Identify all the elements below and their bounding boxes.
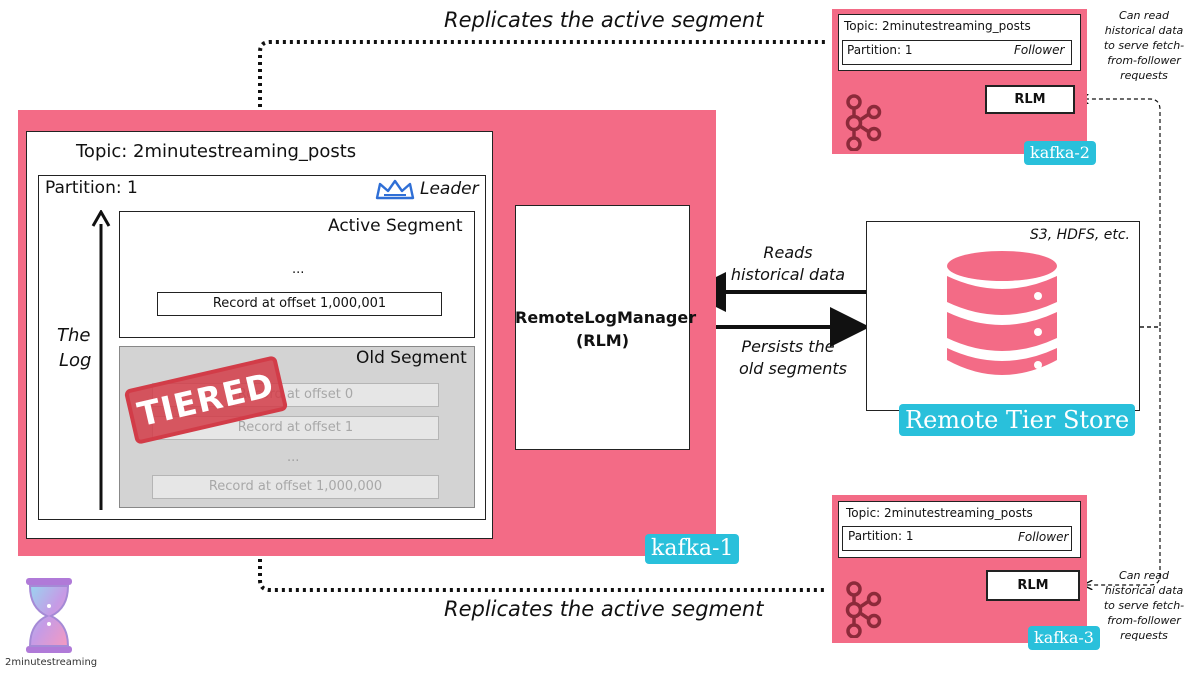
database-icon: [947, 251, 1057, 375]
kafka3-note-line-1: Can read: [1119, 569, 1169, 582]
remote-store-examples: S3, HDFS, etc.: [1029, 227, 1130, 243]
reads-label-1: Reads: [763, 243, 813, 262]
log-arrow: [91, 210, 111, 510]
kafka3-topic-title: Topic: 2minutestreaming_posts: [846, 506, 1033, 520]
rlm-box: [515, 205, 690, 450]
kafka2-note-line-2: historical data: [1104, 24, 1184, 37]
leader-label: Leader: [420, 179, 479, 199]
kafka3-note-line-5: requests: [1120, 629, 1168, 642]
replicate-bottom-path: [258, 545, 826, 592]
kafka-logo-icon: [845, 94, 882, 151]
kafka2-name: kafka-2: [1024, 141, 1096, 165]
kafka2-note-line-1: Can read: [1119, 9, 1169, 22]
reads-label-2: historical data: [730, 265, 846, 284]
persists-label-2: old segments: [739, 359, 847, 378]
kafka-logo-icon: [845, 581, 882, 638]
kafka1-partition-label: Partition: 1: [45, 178, 138, 198]
rlm-subtitle: (RLM): [575, 331, 630, 350]
store-to-kafka3-rlm: [1084, 326, 1161, 585]
kafka3-role: Follower: [1018, 530, 1069, 544]
kafka2-role: Follower: [1014, 43, 1065, 57]
store-to-kafka2-rlm: [1080, 99, 1161, 328]
kafka2-note-line-5: requests: [1120, 69, 1168, 82]
remote-store-name: Remote Tier Store: [899, 404, 1136, 436]
old-segment-title: Old Segment: [356, 348, 467, 368]
replicate-top-label: Replicates the active segment: [444, 8, 764, 32]
kafka3-note-line-4: from-follower: [1107, 614, 1181, 627]
active-segment-title: Active Segment: [328, 216, 463, 236]
kafka3-note-line-2: historical data: [1104, 584, 1184, 597]
kafka2-topic-title: Topic: 2minutestreaming_posts: [844, 19, 1031, 33]
rlm-title: RemoteLogManager: [515, 308, 697, 327]
replicate-top-path: [258, 40, 826, 128]
the-log-label-1: The: [57, 325, 91, 346]
old-segment-ellipsis: ...: [287, 450, 300, 465]
kafka2-partition-box: [842, 40, 1072, 65]
the-log-label-2: Log: [59, 350, 92, 371]
kafka2-partition-label: Partition: 1: [847, 43, 913, 57]
kafka1-topic-title: Topic: 2minutestreaming_posts: [76, 141, 357, 162]
hourglass-logo-icon: [26, 578, 72, 653]
kafka2-rlm-box: RLM: [985, 85, 1075, 114]
kafka3-partition-label: Partition: 1: [848, 529, 914, 543]
kafka2-note-line-3: to serve fetch-: [1103, 39, 1185, 52]
logo-text: 2minutestreaming: [5, 657, 98, 668]
active-segment-ellipsis: ...: [292, 262, 305, 277]
old-record-last: Record at offset 1,000,000: [152, 475, 439, 499]
active-record: Record at offset 1,000,001: [157, 292, 442, 316]
kafka3-name: kafka-3: [1028, 626, 1100, 650]
replicate-bottom-label: Replicates the active segment: [444, 597, 764, 621]
kafka3-note-line-3: to serve fetch-: [1103, 599, 1185, 612]
kafka2-note-line-4: from-follower: [1107, 54, 1181, 67]
crown-icon: [375, 179, 415, 200]
kafka3-partition-box: [842, 526, 1072, 551]
persists-label-1: Persists the: [741, 337, 835, 356]
kafka1-name: kafka-1: [645, 534, 740, 564]
active-segment: [119, 211, 475, 338]
kafka3-rlm-box: RLM: [986, 570, 1080, 601]
kafka2-note: Can read historical data to serve fetch-…: [1094, 8, 1194, 83]
kafka3-note: Can read historical data to serve fetch-…: [1094, 568, 1194, 643]
